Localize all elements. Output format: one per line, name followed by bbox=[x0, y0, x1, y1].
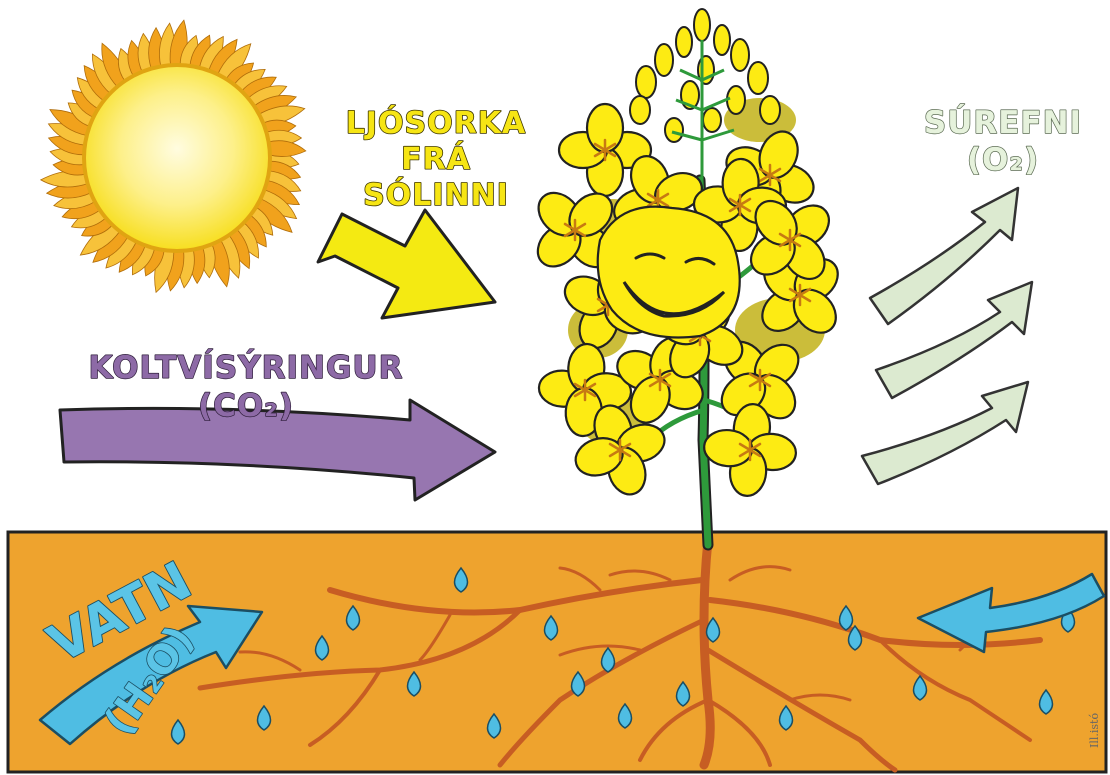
flower-bud bbox=[703, 108, 721, 132]
flower-bud bbox=[731, 39, 749, 71]
oxygen-arrows bbox=[862, 188, 1032, 484]
flower-bud bbox=[748, 62, 768, 94]
flower-bud-stalks bbox=[672, 40, 734, 180]
face-petal bbox=[598, 207, 740, 338]
flower-bud bbox=[760, 96, 780, 124]
light-label-line3: SÓLINNI bbox=[363, 176, 509, 213]
flower-bud bbox=[714, 25, 730, 55]
sun-flame bbox=[268, 141, 306, 157]
credit-text: Ill.istó bbox=[1088, 713, 1101, 748]
flower-bud bbox=[694, 9, 710, 41]
light-label-line2: FRÁ bbox=[401, 141, 471, 177]
light-energy-arrow bbox=[318, 210, 495, 318]
oxygen-label-name: SÚREFNI bbox=[924, 104, 1082, 141]
co2-label-name: KOLTVÍSÝRINGUR bbox=[89, 349, 404, 386]
rapeseed-flower bbox=[529, 9, 846, 499]
flower-bud bbox=[676, 27, 692, 57]
flower-bud bbox=[630, 96, 650, 124]
oxygen-label: SÚREFNI (O₂) bbox=[924, 104, 1082, 178]
flower-bud bbox=[636, 66, 656, 98]
flower-bud bbox=[665, 118, 683, 142]
flower-bud bbox=[655, 44, 673, 76]
oxygen-arrow-3 bbox=[862, 382, 1028, 484]
flower-petals bbox=[529, 104, 846, 499]
light-label-line1: LJÓSORKA bbox=[346, 104, 526, 141]
co2-label-formula: (CO₂) bbox=[198, 388, 294, 424]
light-energy-label: LJÓSORKA FRÁ SÓLINNI bbox=[346, 104, 526, 213]
sun-icon bbox=[41, 20, 306, 292]
flower-bud bbox=[727, 86, 745, 114]
oxygen-label-formula: (O₂) bbox=[967, 142, 1039, 178]
